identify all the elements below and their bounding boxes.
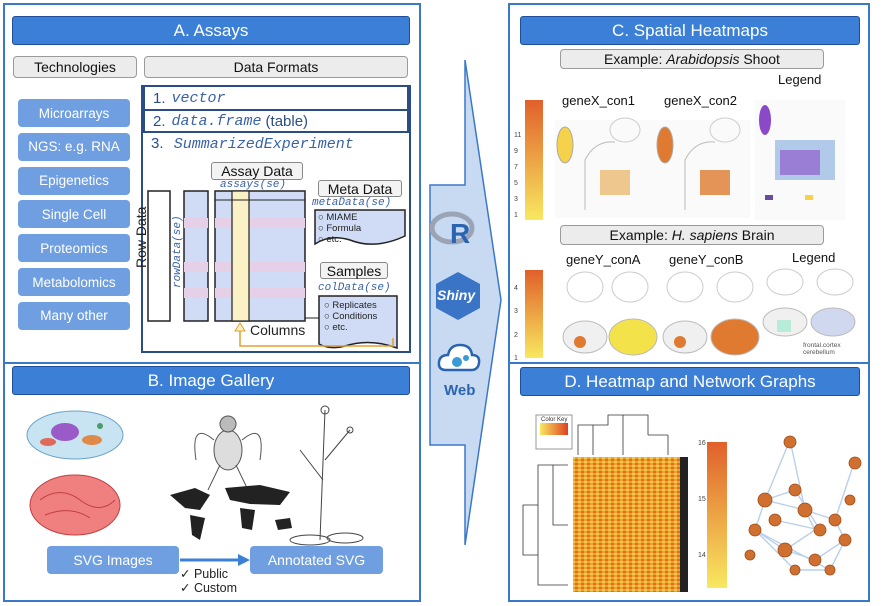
r-logo-icon: R bbox=[430, 211, 475, 249]
scale-tick-label: 5 bbox=[514, 180, 518, 187]
scale-tick-label: 16 bbox=[698, 440, 706, 447]
panel-b-title: B. Image Gallery bbox=[12, 366, 410, 395]
technology-item[interactable]: Metabolomics bbox=[18, 268, 130, 296]
public-check: ✓ Public bbox=[180, 567, 228, 581]
scale-tick-label: 14 bbox=[698, 552, 706, 559]
example-species: Arabidopsis bbox=[666, 51, 740, 67]
samples-items: ○ Replicates○ Conditions○ etc. bbox=[324, 300, 377, 333]
custom-check: ✓ Custom bbox=[180, 581, 238, 595]
data-formats-header: Data Formats bbox=[144, 56, 408, 78]
bullet-item: ○ MIAME bbox=[318, 212, 358, 223]
animal-cell-image bbox=[26, 410, 124, 460]
scale-tick-label: 15 bbox=[698, 496, 706, 503]
technologies-header: Technologies bbox=[13, 56, 137, 78]
color-key-label: Color Key bbox=[541, 417, 568, 423]
bullet-item: ○ etc. bbox=[324, 322, 348, 333]
format-dataframe: 2. data.frame (table) bbox=[143, 109, 409, 133]
scale-tick-label: 1 bbox=[514, 212, 518, 219]
shiny-logo-icon bbox=[436, 272, 480, 320]
scale-tick-label: 11 bbox=[514, 132, 522, 139]
columns-label: Columns bbox=[250, 322, 306, 338]
format-number: 3. bbox=[151, 135, 164, 152]
gallery-illustrations bbox=[26, 405, 364, 546]
svg-images-button[interactable]: SVG Images bbox=[47, 546, 179, 574]
row-data-label: Row Data bbox=[133, 206, 149, 268]
format-code: vector bbox=[171, 89, 226, 107]
row2-label-2: geneY_conB bbox=[669, 252, 744, 267]
shiny-label: Shiny bbox=[437, 287, 476, 303]
scale-tick-label: 4 bbox=[514, 285, 518, 292]
format-summarizedexperiment: 3. SummarizedExperiment bbox=[151, 135, 354, 153]
scale-tick-label: 2 bbox=[514, 331, 518, 339]
technology-item[interactable]: Many other bbox=[18, 301, 130, 330]
human-brain-image bbox=[29, 474, 121, 536]
technology-item[interactable]: Epigenetics bbox=[18, 166, 130, 195]
arabidopsis-heatmaps bbox=[525, 100, 845, 220]
brain-legend-cerebellum: cerebellum bbox=[803, 349, 835, 356]
scale-tick-label: 3 bbox=[514, 308, 518, 316]
panel-d-title: D. Heatmap and Network Graphs bbox=[520, 367, 860, 396]
meta-data-items: ○ MIAME○ Formula○ etc. bbox=[318, 212, 361, 245]
example-species: H. sapiens bbox=[671, 227, 738, 243]
scale-tick-label: 3 bbox=[514, 196, 518, 203]
technology-item[interactable]: NGS: e.g. RNA bbox=[18, 132, 130, 161]
row2-label-1: geneY_conA bbox=[566, 252, 641, 267]
meta-data-accessor: metaData(se) bbox=[312, 197, 392, 209]
assay-data-accessor: assays(se) bbox=[220, 179, 287, 191]
brain-legend-frontal: frontal.cortex bbox=[803, 342, 841, 349]
row1-label-2: geneX_con2 bbox=[664, 93, 738, 108]
scale-tick-label: 9 bbox=[514, 148, 518, 155]
example-suffix: Brain bbox=[737, 227, 775, 243]
technology-item[interactable]: Proteomics bbox=[18, 234, 130, 263]
color-scale-bar bbox=[707, 442, 727, 588]
format-code: data.frame bbox=[171, 112, 262, 130]
gallery-arrow bbox=[180, 554, 250, 566]
scale-tick-label: 1 bbox=[514, 355, 518, 362]
example-brain-title: Example: H. sapiens Brain bbox=[560, 225, 824, 245]
row1-label-3: Legend bbox=[778, 72, 822, 87]
samples-accessor: colData(se) bbox=[318, 282, 391, 294]
bullet-item: ○ Replicates bbox=[324, 300, 377, 311]
technology-item[interactable]: Single Cell bbox=[18, 200, 130, 229]
bullet-item: ○ etc. bbox=[318, 234, 342, 245]
annotated-svg-button[interactable]: Annotated SVG bbox=[250, 546, 383, 574]
format-number: 1. bbox=[153, 89, 166, 107]
meta-data-label: Meta Data bbox=[318, 180, 402, 197]
scale-tick-label: 7 bbox=[514, 164, 518, 171]
bullet-item: ○ Conditions bbox=[324, 311, 378, 322]
arabidopsis-plant-image bbox=[289, 405, 364, 546]
svg-text:R: R bbox=[450, 218, 470, 249]
example-arabidopsis-title: Example: Arabidopsis Shoot bbox=[560, 49, 824, 69]
web-cloud-icon bbox=[437, 343, 481, 372]
web-label: Web bbox=[444, 382, 476, 399]
format-vector: 1. vector bbox=[143, 85, 409, 109]
network-graph bbox=[744, 435, 862, 576]
panel-a-title: A. Assays bbox=[12, 16, 410, 45]
technology-item[interactable]: Microarrays bbox=[18, 99, 130, 127]
panel-c-title: C. Spatial Heatmaps bbox=[520, 16, 860, 45]
row1-label-1: geneX_con1 bbox=[562, 93, 636, 108]
row-data-accessor: rowData(se) bbox=[172, 215, 184, 288]
samples-label: Samples bbox=[320, 262, 388, 279]
example-prefix: Example: bbox=[604, 51, 667, 67]
format-code: SummarizedExperiment bbox=[173, 136, 354, 153]
format-number: 2. bbox=[153, 112, 166, 130]
format-suffix: (table) bbox=[265, 112, 309, 130]
bullet-item: ○ Formula bbox=[318, 223, 362, 234]
example-suffix: Shoot bbox=[739, 51, 780, 67]
cluster-heatmap bbox=[522, 414, 688, 592]
world-map-image bbox=[170, 485, 292, 540]
assay-data-label: Assay Data bbox=[211, 162, 303, 180]
example-prefix: Example: bbox=[609, 227, 672, 243]
row2-label-3: Legend bbox=[792, 250, 836, 265]
brain-heatmaps bbox=[525, 268, 856, 358]
fruit-fly-image bbox=[194, 415, 262, 491]
summarized-experiment-diagram bbox=[147, 190, 406, 350]
